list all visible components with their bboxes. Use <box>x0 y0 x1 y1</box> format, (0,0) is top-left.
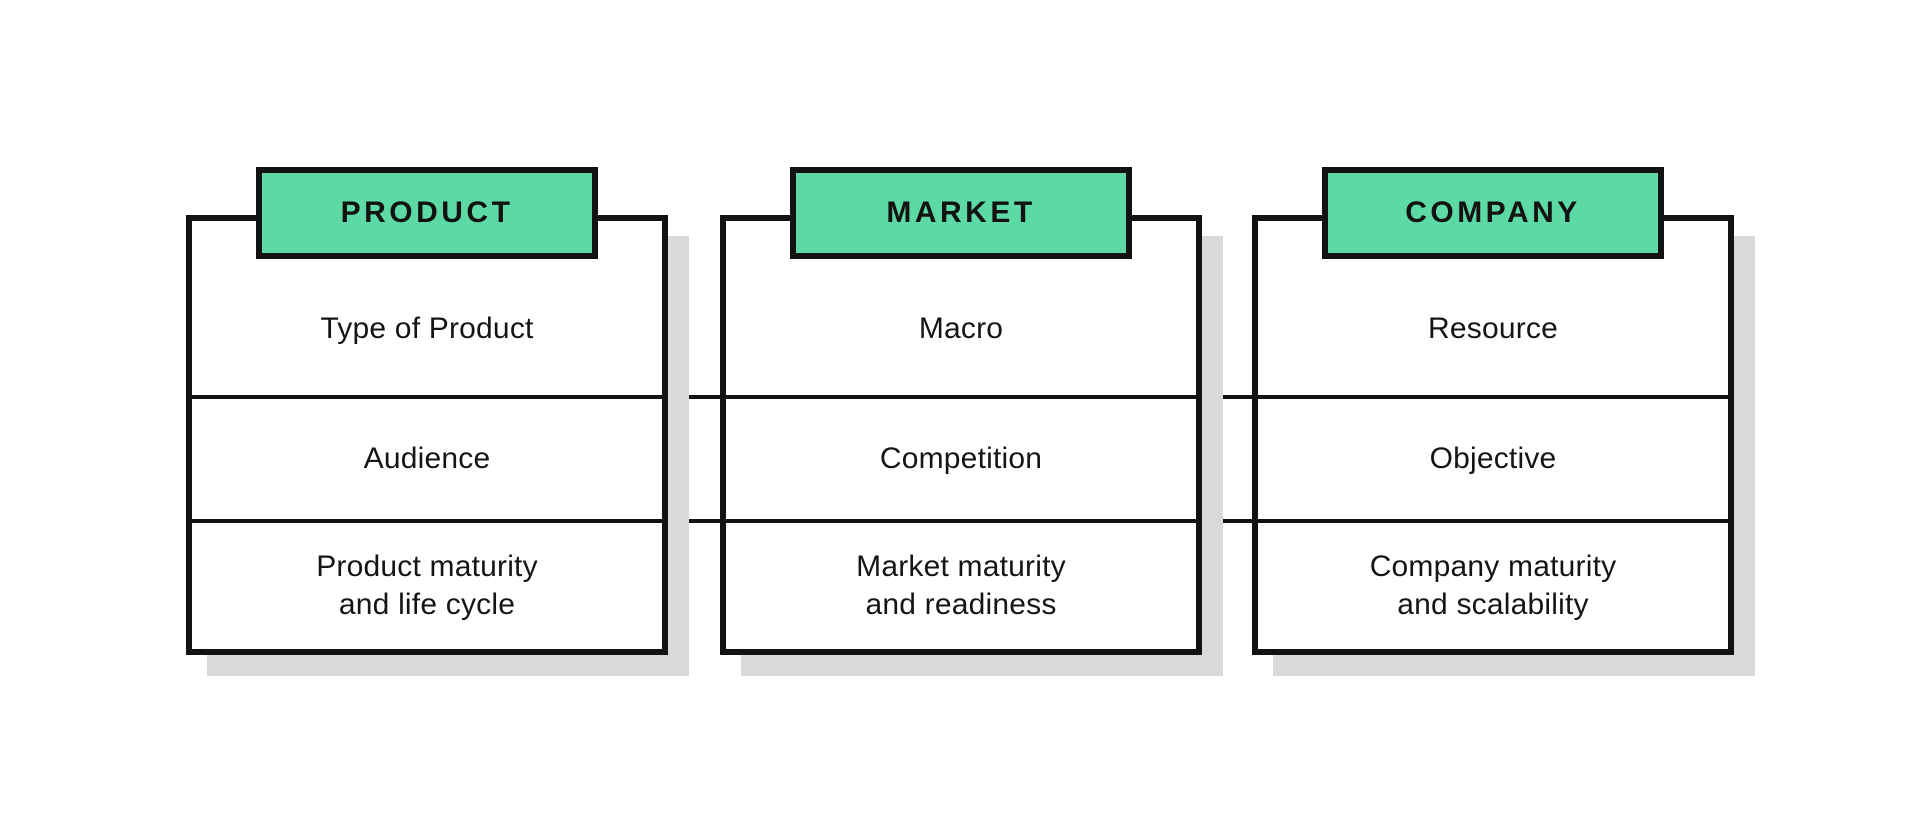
company-row-objective: Objective <box>1429 442 1557 476</box>
company-row-resource: Resource <box>1428 312 1558 346</box>
product-card: Type of Product Audience Product maturit… <box>186 215 668 655</box>
market-row-competition: Competition <box>879 442 1043 476</box>
row-divider-line-1 <box>186 395 1734 399</box>
row-divider-line-2 <box>186 519 1734 523</box>
product-row-maturity: Product maturity and life cycle <box>316 550 538 621</box>
product-row-type-of-product: Type of Product <box>320 312 534 346</box>
market-row-macro: Macro <box>918 312 1004 346</box>
market-header-tab: MARKET <box>790 167 1132 259</box>
product-row-audience: Audience <box>363 442 491 476</box>
market-card: Macro Competition Market maturity and re… <box>720 215 1202 655</box>
company-row-maturity: Company maturity and scalability <box>1369 550 1617 621</box>
company-card: Resource Objective Company maturity and … <box>1252 215 1734 655</box>
company-header-tab: COMPANY <box>1322 167 1664 259</box>
product-header-tab: PRODUCT <box>256 167 598 259</box>
market-row-maturity: Market maturity and readiness <box>856 550 1066 621</box>
